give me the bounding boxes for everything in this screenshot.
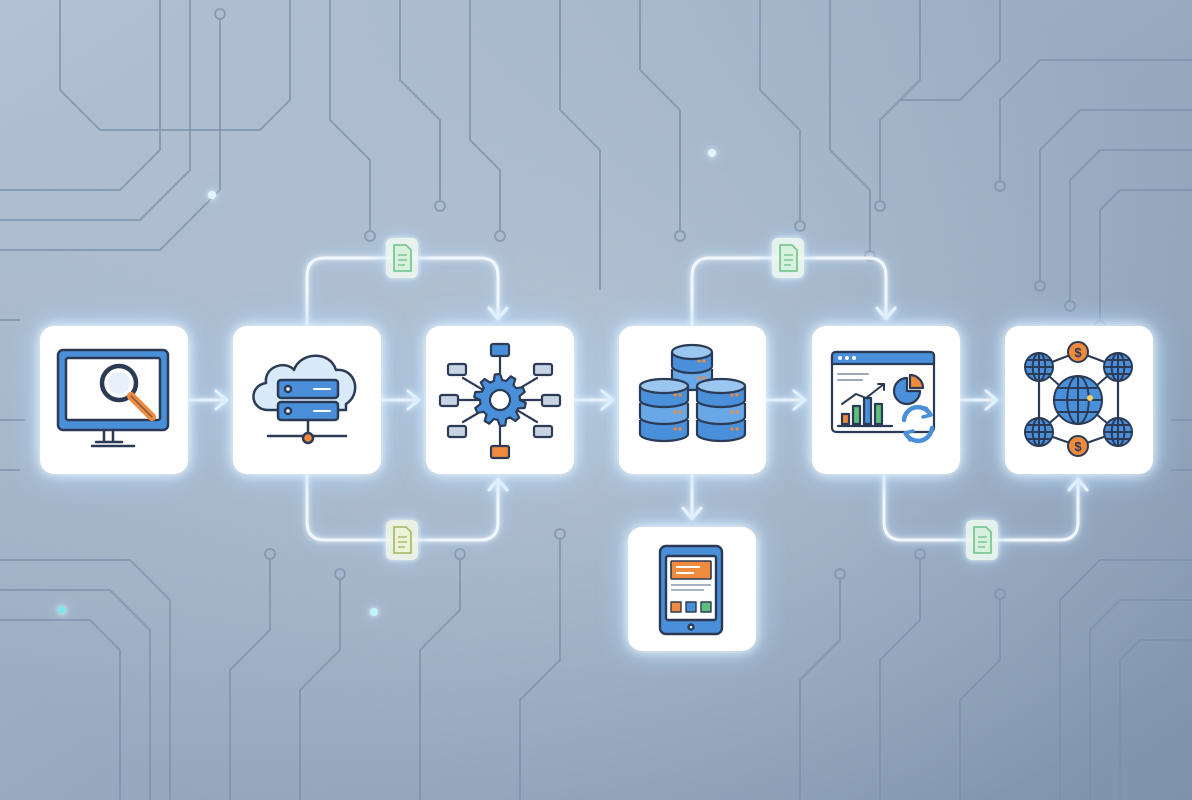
document-icon: [386, 520, 418, 560]
document-tokens: [386, 238, 998, 560]
globe-icon: [1053, 375, 1103, 425]
global-finance-network-icon: $ $: [1024, 341, 1133, 457]
globe-icon: [1024, 352, 1054, 382]
nodes: $ $: [40, 326, 1153, 651]
node-tablet: [628, 527, 756, 651]
edge-gear-to-database: [572, 389, 615, 411]
gear-network-icon: [438, 342, 562, 460]
edge-cloud-to-gear: [380, 389, 421, 411]
edge-database-to-analytics: [764, 389, 807, 411]
node-gear: [426, 326, 574, 474]
svg-text:$: $: [1074, 439, 1082, 454]
document-icon: [772, 238, 804, 278]
globe-icon: [1024, 417, 1054, 447]
sparkles: [58, 149, 716, 616]
node-cloud: [233, 326, 381, 474]
monitor-search-icon: [56, 348, 170, 448]
node-database: [619, 326, 766, 474]
dollar-coin-icon: $: [1067, 341, 1089, 363]
document-icon: [966, 520, 998, 560]
globe-icon: [1103, 417, 1133, 447]
dollar-coin-icon: $: [1067, 435, 1089, 457]
edge-analytics-to-globe: [958, 389, 999, 411]
document-icon: [386, 238, 418, 278]
database-cluster-icon: [638, 343, 747, 443]
globe-icon: [1103, 352, 1133, 382]
tablet-icon: [658, 544, 724, 636]
cloud-server-icon: [252, 354, 357, 445]
connectors: [186, 256, 1089, 542]
node-analytics: [812, 326, 960, 474]
node-globe: $ $: [1005, 326, 1153, 474]
edge-monitor-to-cloud: [186, 389, 229, 411]
edge-database-to-tablet: [681, 474, 703, 521]
node-monitor: [40, 326, 188, 474]
svg-text:$: $: [1074, 345, 1082, 360]
analytics-dashboard-icon: [830, 350, 936, 444]
